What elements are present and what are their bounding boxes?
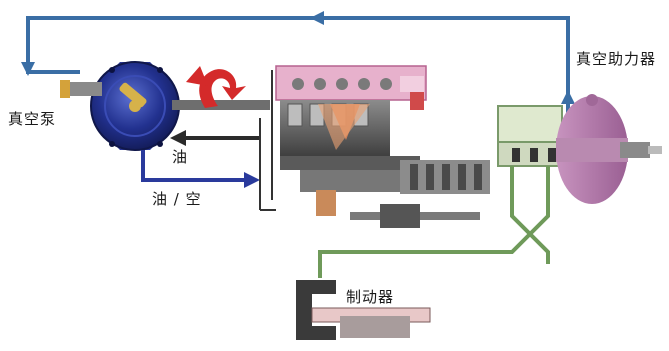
engine-cutaway [276,66,490,228]
oil-label: 油 [172,146,188,167]
oil-air-line [143,150,260,188]
engine-bracket [260,70,276,210]
brake-booster-label: 真空助力器 [576,48,656,69]
vacuum-pump-label: 真空泵 [8,108,56,129]
vacuum-pump [60,62,179,150]
drive-shaft [172,100,270,110]
oil-air-label: 油 / 空 [152,188,202,209]
oil-return-line [170,130,260,146]
brake-booster [498,94,662,204]
brake-label: 制动器 [346,286,394,307]
